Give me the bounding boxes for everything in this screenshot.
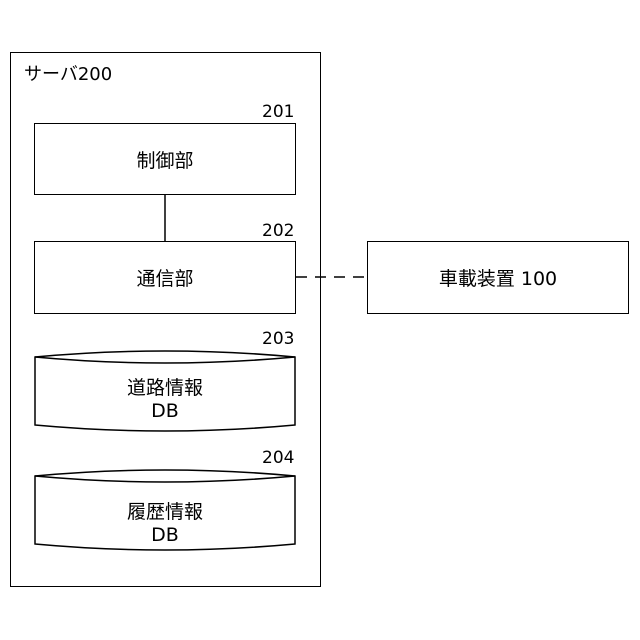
history-info-db: 履歴情報 DB (34, 466, 296, 556)
vehicle-device-box: 車載装置 100 (367, 241, 629, 314)
road-db-line1: 道路情報 (34, 377, 296, 400)
road-info-db: 道路情報 DB (34, 347, 296, 437)
road-db-ref-label: 203 (262, 331, 294, 348)
comm-ref-label: 202 (262, 223, 294, 240)
vehicle-device-label: 車載装置 100 (439, 264, 557, 291)
history-db-ref-label: 204 (262, 450, 294, 467)
history-db-line2: DB (34, 524, 296, 547)
road-db-line2: DB (34, 400, 296, 423)
history-db-line1: 履歴情報 (34, 501, 296, 524)
comm-unit-box: 通信部 (34, 241, 296, 314)
comm-unit-label: 通信部 (136, 264, 193, 291)
